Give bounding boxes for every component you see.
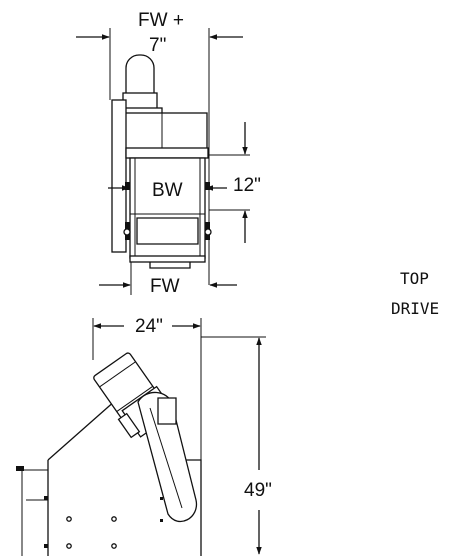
dim-fw: FW	[150, 276, 180, 297]
dim-fw-plus: FW +	[138, 10, 184, 31]
note-top: TOP	[400, 269, 429, 288]
dim-seven-in: 7"	[149, 35, 166, 56]
dim-twelve-in: 12"	[233, 175, 261, 196]
dim-forty-nine-in: 49"	[244, 480, 272, 501]
dim-twenty-four-in: 24"	[135, 316, 163, 337]
side-view	[16, 318, 266, 556]
top-view	[76, 28, 250, 295]
dim-bw: BW	[152, 180, 183, 201]
note-drive: DRIVE	[391, 299, 439, 318]
